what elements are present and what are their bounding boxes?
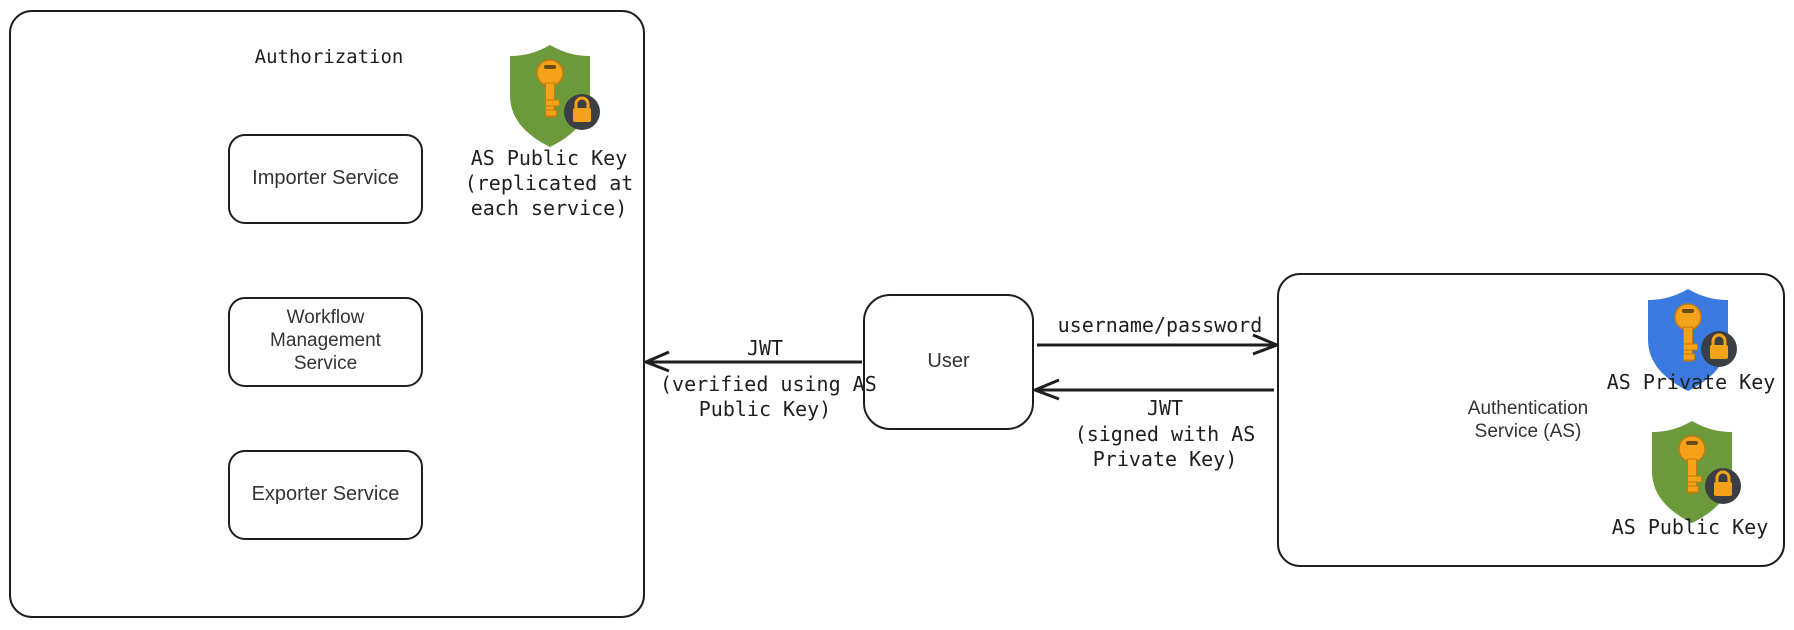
arrow-user-to-as: [1037, 333, 1279, 356]
shield-key-public-icon: [1652, 421, 1743, 523]
user-box[interactable]: [863, 294, 1034, 430]
arrow-user-to-authorization: [644, 350, 862, 373]
edge-credentials-label: username/password: [1057, 313, 1263, 337]
exporter-service-label: Exporter Service: [251, 483, 400, 505]
edge-jwt-signed-note: (signed with AS Private Key): [1074, 422, 1256, 471]
edge-jwt-verified-label: JWT: [746, 336, 784, 360]
authorization-key-label: AS Public Key (replicated at each servic…: [464, 146, 634, 220]
edge-jwt-signed-label: JWT: [1146, 396, 1184, 420]
authorization-container: [9, 10, 645, 618]
authorization-title: Authorization: [254, 46, 404, 68]
edge-jwt-verified-note: (verified using AS Public Key): [660, 372, 877, 421]
importer-service-label: Importer Service: [252, 167, 399, 189]
as-private-key-label: AS Private Key: [1606, 370, 1776, 394]
importer-service-box[interactable]: [228, 134, 423, 224]
user-label: User: [927, 350, 970, 372]
shield-key-public-icon: [510, 45, 602, 147]
authentication-service-container[interactable]: [1277, 273, 1785, 567]
as-public-key-label: AS Public Key: [1611, 515, 1769, 539]
shield-key-private-icon: [1648, 289, 1739, 391]
arrow-as-to-user: [1033, 378, 1274, 401]
exporter-service-box[interactable]: [228, 450, 423, 540]
workflow-management-service-label: Workflow Management Service: [270, 307, 381, 374]
workflow-management-service-box[interactable]: [228, 297, 423, 387]
authentication-service-label: Authentication Service (AS): [1467, 398, 1589, 442]
